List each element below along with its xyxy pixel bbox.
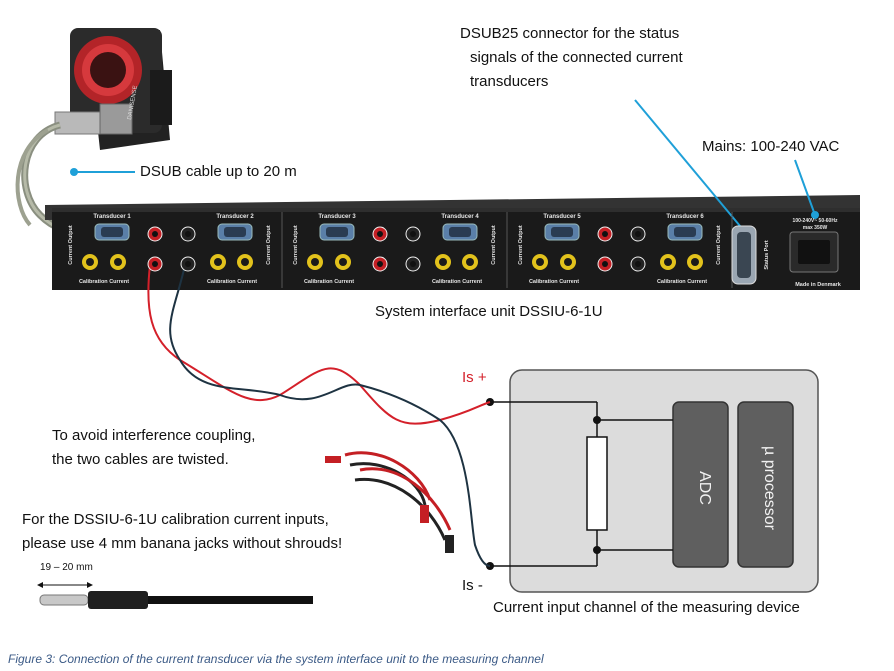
current-output-label-1: Current Output [68,225,74,265]
red-jack-bottom-1-hole [377,261,383,267]
processor-block [737,401,794,568]
jack-length-label: 19 – 20 mm [40,562,93,573]
calibration-label-6: Calibration Current [657,279,707,285]
red-jack-top-1-hole [377,231,383,237]
mains-socket-inner [798,240,830,264]
cal-jack-b-1-hole [114,258,122,266]
system-unit-label: System interface unit DSSIU-6-1U [375,303,603,320]
transducer-label-5: Transducer 5 [543,214,581,220]
cal-jack-b-4-hole [466,258,474,266]
dsub25-callout-line-3: transducers [470,73,549,90]
mains-callout: Mains: 100-240 VAC [702,138,840,155]
cal-jack-a-6-hole [664,258,672,266]
dsub-connector-1-pins [101,227,123,237]
calibration-label-4: Calibration Current [432,279,482,285]
figure-caption: Figure 3: Connection of the current tran… [8,652,544,666]
sensor-brand: DANISENSE [127,85,139,120]
power-rating-line-1: 100-240V~ 50-60Hz [793,218,838,224]
status-port-label: Status Port [764,240,770,270]
calibration-label-3: Calibration Current [304,279,354,285]
calibration-label-2: Calibration Current [207,279,257,285]
made-in-label: Made in Denmark [795,282,841,288]
transducer-label-3: Transducer 3 [318,214,356,220]
current-output-label-6: Current Output [716,225,722,265]
cal-jack-b-6-hole [691,258,699,266]
dsub-cable-callout: DSUB cable up to 20 m [140,163,297,180]
cal-jack-a-2-hole [214,258,222,266]
adc-label: ADC [696,471,713,505]
twisted-wires [147,264,491,567]
is-minus-label: Is - [462,577,483,594]
cal-jack-a-1-hole [86,258,94,266]
cal-jack-a-3-hole [311,258,319,266]
device-label: Current input channel of the measuring d… [493,599,800,616]
transducer-label-4: Transducer 4 [441,214,479,220]
dsub-connector-2-pins [224,227,246,237]
dsub-connector-3-pins [326,227,348,237]
cal-jack-a-5-hole [536,258,544,266]
transducer-label-6: Transducer 6 [666,214,704,220]
current-output-label-3: Current Output [293,225,299,265]
current-output-label-4: Current Output [491,225,497,265]
interference-note-line-2: the two cables are twisted. [52,451,229,468]
black-jack-top-1-hole [410,231,416,237]
calibration-label-5: Calibration Current [529,279,579,285]
red-jack-top-2-hole [602,231,608,237]
dsub-connector-6-pins [674,227,696,237]
cal-jack-a-4-hole [439,258,447,266]
red-jack-top-0-hole [152,231,158,237]
banana-note-line-1: For the DSSIU-6-1U calibration current i… [22,511,329,528]
is-plus-label: Is + [462,369,487,386]
banana-jack-image [37,582,313,609]
banana-note-line-2: please use 4 mm banana jacks without shr… [22,535,343,552]
measuring-device [486,369,819,593]
black-jack-bottom-2-hole [635,261,641,267]
processor-label: µ processor [761,446,778,531]
dsub25-callout-line-2: signals of the connected current [470,49,683,66]
current-transducer-image: DANISENSE [54,28,172,150]
calibration-label-1: Calibration Current [79,279,129,285]
transducer-label-2: Transducer 2 [216,214,254,220]
mains-callout-dot [811,211,819,219]
system-interface-unit [45,195,860,290]
callout-lines [75,99,816,233]
cal-jack-b-3-hole [339,258,347,266]
black-jack-bottom-0-hole [185,261,191,267]
dsub25-callout-line-1: DSUB25 connector for the status [460,25,680,42]
black-jack-top-2-hole [635,231,641,237]
dsub-connector-5-pins [551,227,573,237]
adc-block [672,401,729,568]
banana-cable-image [325,451,454,553]
transducer-label-1: Transducer 1 [93,214,131,220]
black-jack-bottom-1-hole [410,261,416,267]
current-output-label-2: Current Output [266,225,272,265]
current-output-label-5: Current Output [518,225,524,265]
cal-jack-b-2-hole [241,258,249,266]
red-jack-bottom-0-hole [152,261,158,267]
cal-jack-b-5-hole [564,258,572,266]
red-jack-bottom-2-hole [602,261,608,267]
interference-note-line-1: To avoid interference coupling, [52,427,256,444]
power-rating-line-2: max 350W [803,225,828,231]
dsub-callout-dot [70,168,78,176]
black-jack-top-0-hole [185,231,191,237]
status-port-pins [737,232,751,278]
dsub-connector-4-pins [449,227,471,237]
